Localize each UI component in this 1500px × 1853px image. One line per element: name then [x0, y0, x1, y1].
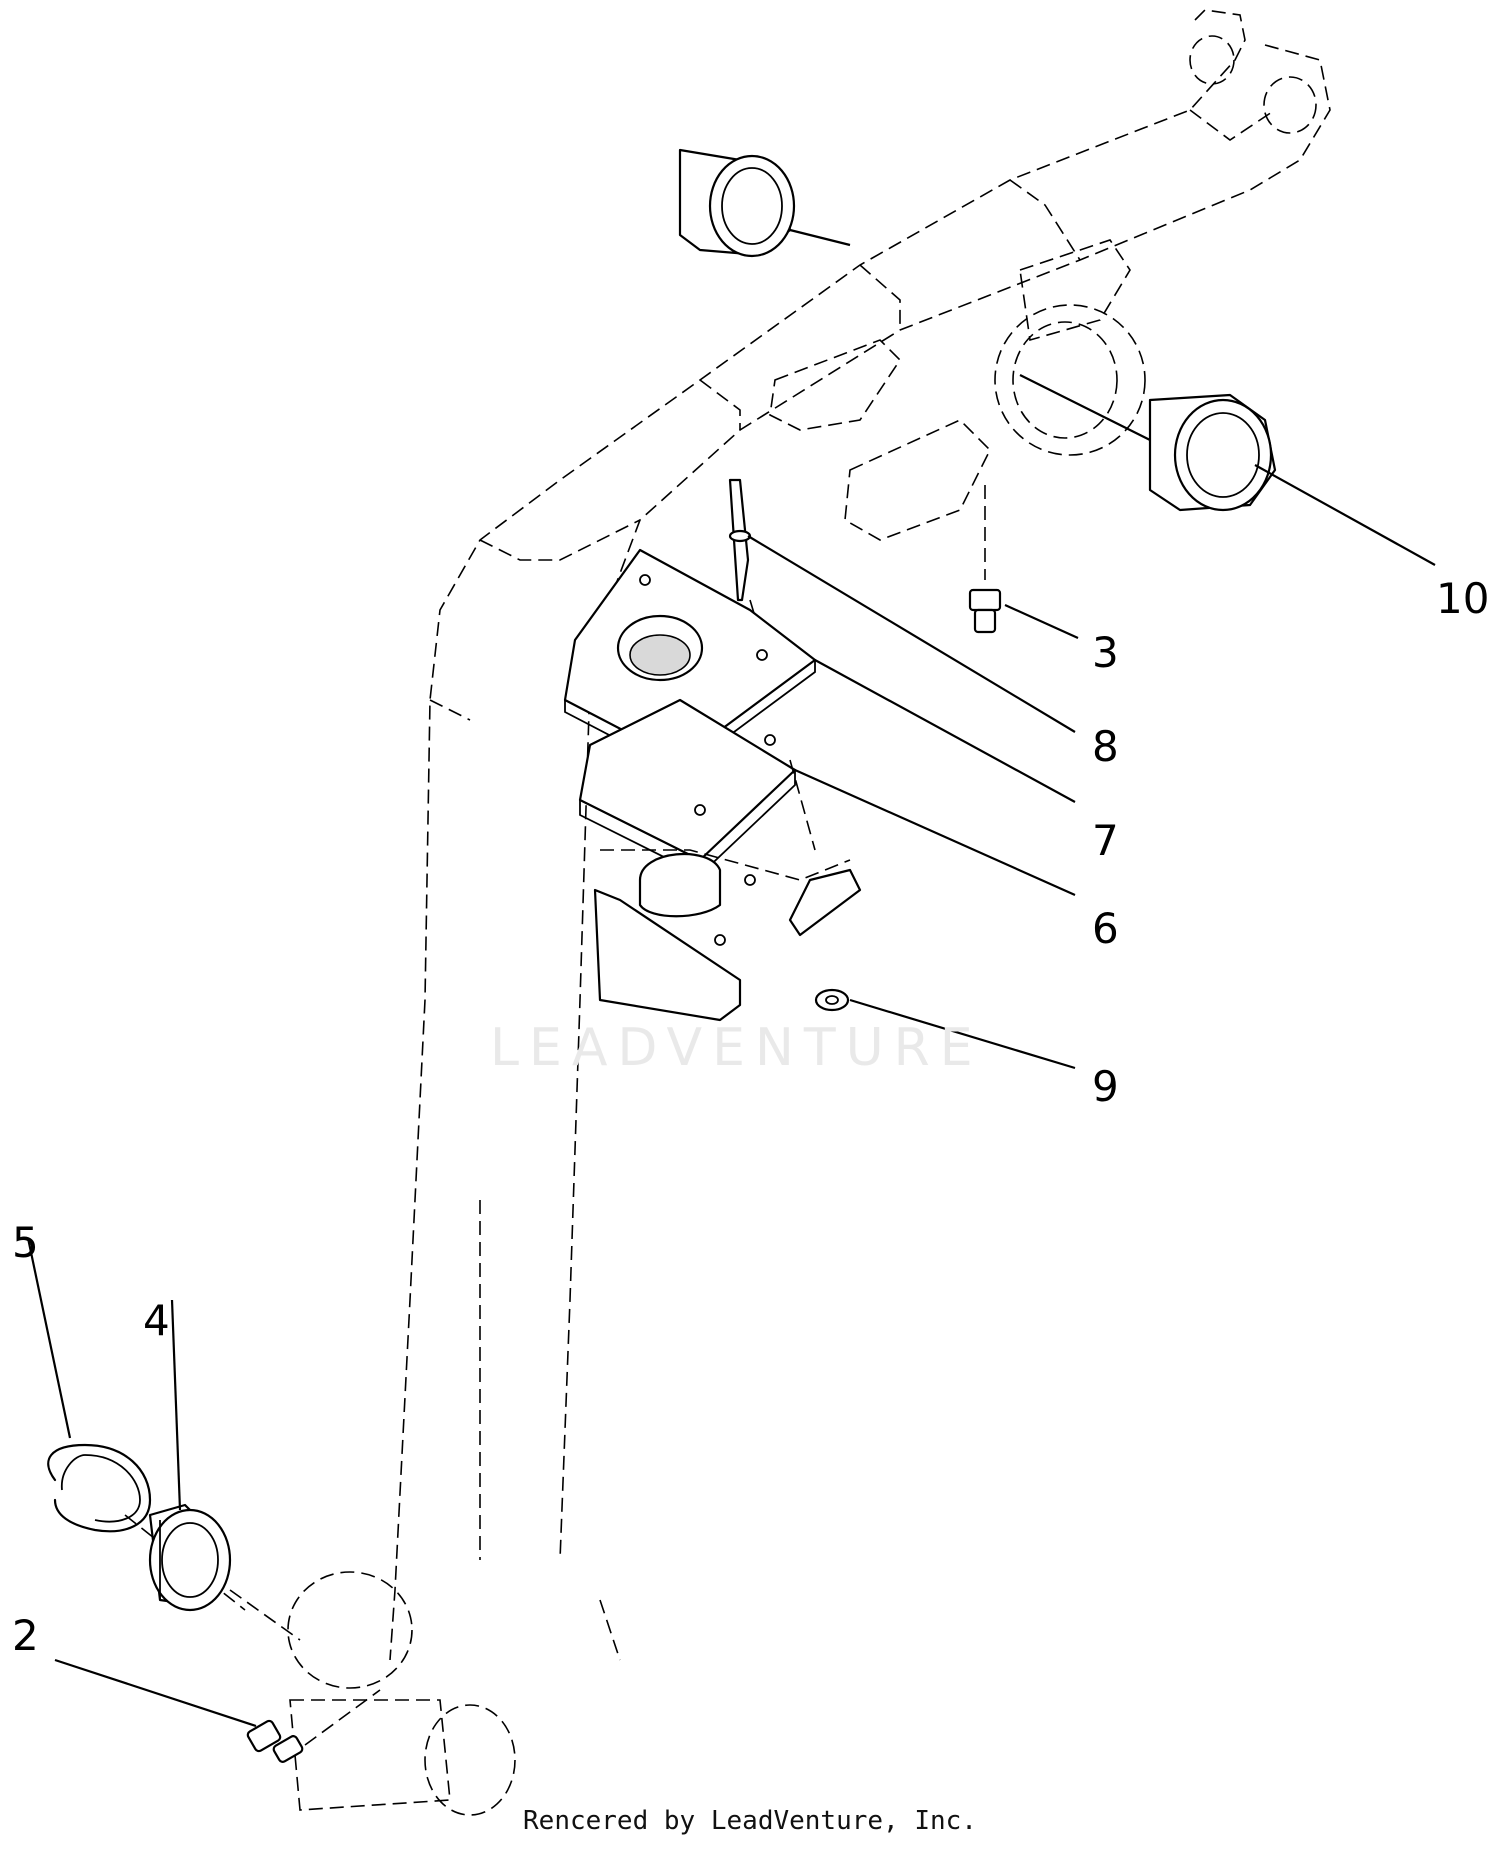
bracket — [593, 849, 862, 1022]
leader-lines — [26, 464, 1436, 1728]
grease-fitting-3 — [968, 485, 1002, 634]
lift-arm-outline — [287, 9, 1331, 1816]
washer-9 — [814, 988, 850, 1012]
grease-fitting-2 — [246, 1689, 381, 1763]
callout-2: 2 — [12, 1611, 39, 1660]
callout-9: 9 — [1092, 1062, 1119, 1111]
render-credit: Rencered by LeadVenture, Inc. — [523, 1806, 977, 1836]
pin-8 — [728, 478, 763, 641]
callout-7: 7 — [1092, 816, 1119, 865]
bushing-10 — [1019, 374, 1277, 512]
callout-5: 5 — [12, 1218, 39, 1267]
bearing-4 — [148, 1503, 301, 1641]
callout-8: 8 — [1092, 722, 1119, 771]
callout-3: 3 — [1092, 628, 1119, 677]
watermark: LEADVENTURE — [490, 1018, 983, 1078]
callout-4: 4 — [143, 1296, 170, 1345]
callout-6: 6 — [1092, 904, 1119, 953]
bushing-upper — [678, 148, 851, 258]
callout-10: 10 — [1436, 574, 1490, 623]
